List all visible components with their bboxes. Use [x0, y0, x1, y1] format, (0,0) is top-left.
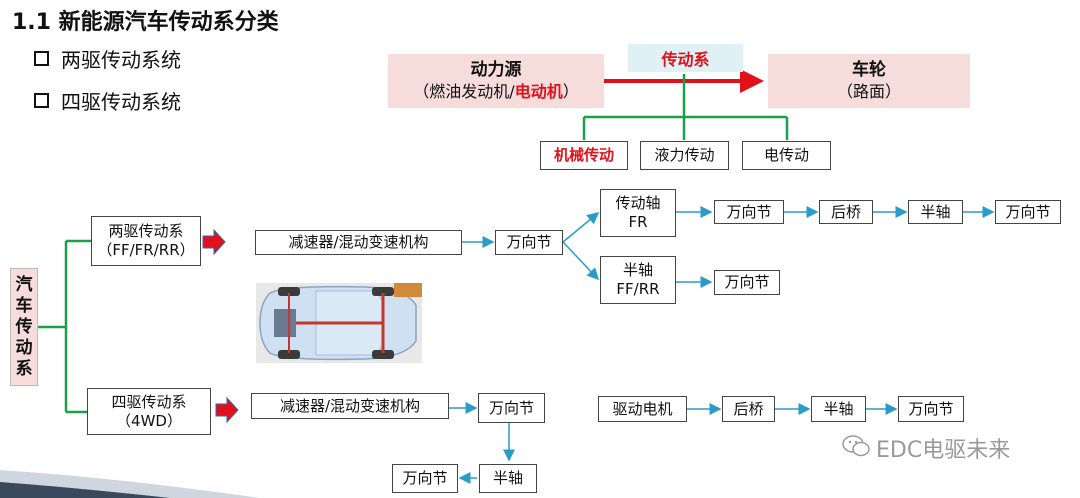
- power-source-sub: （燃油发动机/电动机）: [413, 82, 579, 101]
- square-bullet-icon: [34, 51, 49, 66]
- watermark-text: EDC电驱未来: [876, 438, 1011, 463]
- bullet-text: 两驱传动系统: [61, 48, 181, 72]
- electric-transmission-box: 电传动: [742, 141, 831, 170]
- rear-axle-box-2wd: 后桥: [819, 200, 873, 224]
- half-shaft-box-2wd: 半轴: [908, 200, 963, 224]
- hydraulic-transmission-box: 液力传动: [640, 141, 729, 170]
- four-wd-drivetrain-box: 四驱传动系（4WD）: [87, 388, 211, 435]
- half-shaft-box-4wd-2: 半轴: [811, 396, 866, 422]
- page-title: 1.1 新能源汽车传动系分类: [12, 10, 279, 35]
- ujoint-box-2wd-2: 万向节: [714, 200, 784, 224]
- reducer-box-2wd: 减速器/混动变速机构: [255, 230, 462, 255]
- power-source-label: 动力源: [470, 60, 522, 80]
- transmission-box: 传动系: [628, 44, 743, 72]
- watermark: EDC电驱未来: [842, 432, 1010, 464]
- power-source-box: 动力源 （燃油发动机/电动机）: [388, 54, 604, 108]
- left-green-tree: [38, 239, 91, 414]
- wheel-label: 车轮: [852, 60, 886, 80]
- ujoint-box-4wd-3: 万向节: [898, 396, 964, 422]
- bullet-two-wd: 两驱传动系统: [34, 44, 181, 73]
- vehicle-drivetrain-label: 汽车传动系: [10, 268, 38, 386]
- square-bullet-icon: [34, 93, 49, 108]
- reducer-box-4wd: 减速器/混动变速机构: [251, 393, 449, 419]
- car-chassis-image: [256, 283, 422, 363]
- mechanical-transmission-box: 机械传动: [540, 141, 628, 170]
- ujoint-box-4wd-2: 万向节: [392, 464, 458, 493]
- ujoint-box-4wd-1: 万向节: [478, 393, 545, 423]
- drive-motor-box: 驱动电机: [598, 396, 687, 422]
- bullet-text: 四驱传动系统: [61, 90, 181, 114]
- two-wd-drivetrain-box: 两驱传动系（FF/FR/RR）: [91, 216, 201, 266]
- rear-axle-box-4wd: 后桥: [722, 396, 775, 422]
- wechat-icon: [842, 434, 870, 462]
- wheel-sub: （路面）: [836, 82, 901, 101]
- wheel-box: 车轮 （路面）: [768, 54, 970, 108]
- bullet-four-wd: 四驱传动系统: [34, 86, 181, 115]
- ujoint-box-2wd-3: 万向节: [995, 200, 1061, 224]
- top-green-tree: [582, 74, 789, 140]
- half-shaft-box-4wd: 半轴: [479, 464, 537, 493]
- ujoint-box-2wd-1: 万向节: [495, 230, 563, 255]
- red-block-arrow-icon: [202, 228, 239, 424]
- ujoint-box-2wd-4: 万向节: [714, 270, 780, 295]
